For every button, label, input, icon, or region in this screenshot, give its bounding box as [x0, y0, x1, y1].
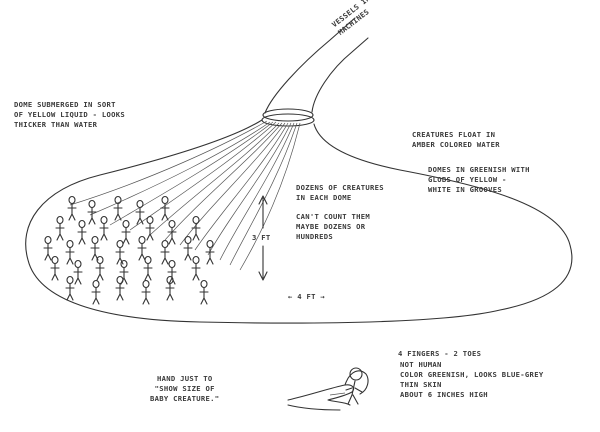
- creature-figure: [145, 215, 155, 241]
- creature-figure: [199, 279, 209, 305]
- label-creatures-float: CREATURES FLOAT IN AMBER COLORED WATER: [412, 130, 500, 149]
- creature-figure: [205, 239, 215, 265]
- creature-figure: [143, 255, 153, 281]
- creature-figure: [160, 195, 170, 221]
- label-cant-count: CAN'T COUNT THEM MAYBE DOZENS OR HUNDRED…: [296, 212, 371, 241]
- dome-outline: [25, 119, 573, 324]
- creature-figure: [160, 239, 170, 265]
- creature-figure: [55, 215, 65, 241]
- creature-figure: [165, 275, 175, 301]
- creature-figure: [65, 239, 75, 265]
- creature-figure: [141, 279, 151, 305]
- creature-figure: [113, 195, 123, 221]
- hand-leader: [329, 392, 346, 396]
- creature-figure: [191, 255, 201, 281]
- label-fingers: 4 FINGERS - 2 TOES: [398, 349, 482, 358]
- creature-figure: [65, 275, 75, 301]
- creature-figure: [50, 255, 60, 281]
- label-dome-color: DOMES IN GREENISH WITH GLOBS OF YELLOW -…: [428, 165, 530, 194]
- label-width: ← 4 Ft →: [288, 292, 326, 301]
- height-arrow: [258, 195, 268, 281]
- label-dozens: DOZENS OF CREATURES IN EACH DOME: [296, 183, 384, 202]
- creature-figure: [115, 239, 125, 265]
- creature-figure: [191, 215, 201, 241]
- creature-figure: [167, 259, 177, 285]
- creature-figure: [95, 255, 105, 281]
- creature-figure: [67, 195, 77, 221]
- label-hand: HAND JUST TO "SHOW SIZE OF BABY CREATURE…: [150, 374, 220, 403]
- label-not-human: NOT HUMAN COLOR GREENISH, LOOKS BLUE-GRE…: [400, 360, 544, 399]
- creature-figure: [91, 279, 101, 305]
- vessel-right-edge: [311, 37, 369, 113]
- clamp-ring: [262, 108, 314, 122]
- hand-drawing: [287, 367, 369, 411]
- creature-figure: [183, 235, 193, 261]
- vessel-left-edge: [264, 17, 356, 114]
- creature-figure: [73, 259, 83, 285]
- label-dome-submerged: DOME SUBMERGED IN SORT OF YELLOW LIQUID …: [14, 100, 126, 129]
- creature-figure: [167, 219, 177, 245]
- creature-figure: [90, 235, 100, 261]
- creature-figure: [77, 219, 87, 245]
- creature-cluster: [43, 195, 215, 305]
- creature-figure: [119, 259, 129, 285]
- creature-figure: [43, 235, 53, 261]
- creature-figure: [115, 275, 125, 301]
- creature-figure: [137, 235, 147, 261]
- label-height: 3 Ft: [252, 233, 271, 242]
- creature-figure: [121, 219, 131, 245]
- creature-figure: [135, 199, 145, 225]
- vessel-tubes: [69, 120, 301, 271]
- creature-figure: [87, 199, 97, 225]
- creature-figure: [99, 215, 109, 241]
